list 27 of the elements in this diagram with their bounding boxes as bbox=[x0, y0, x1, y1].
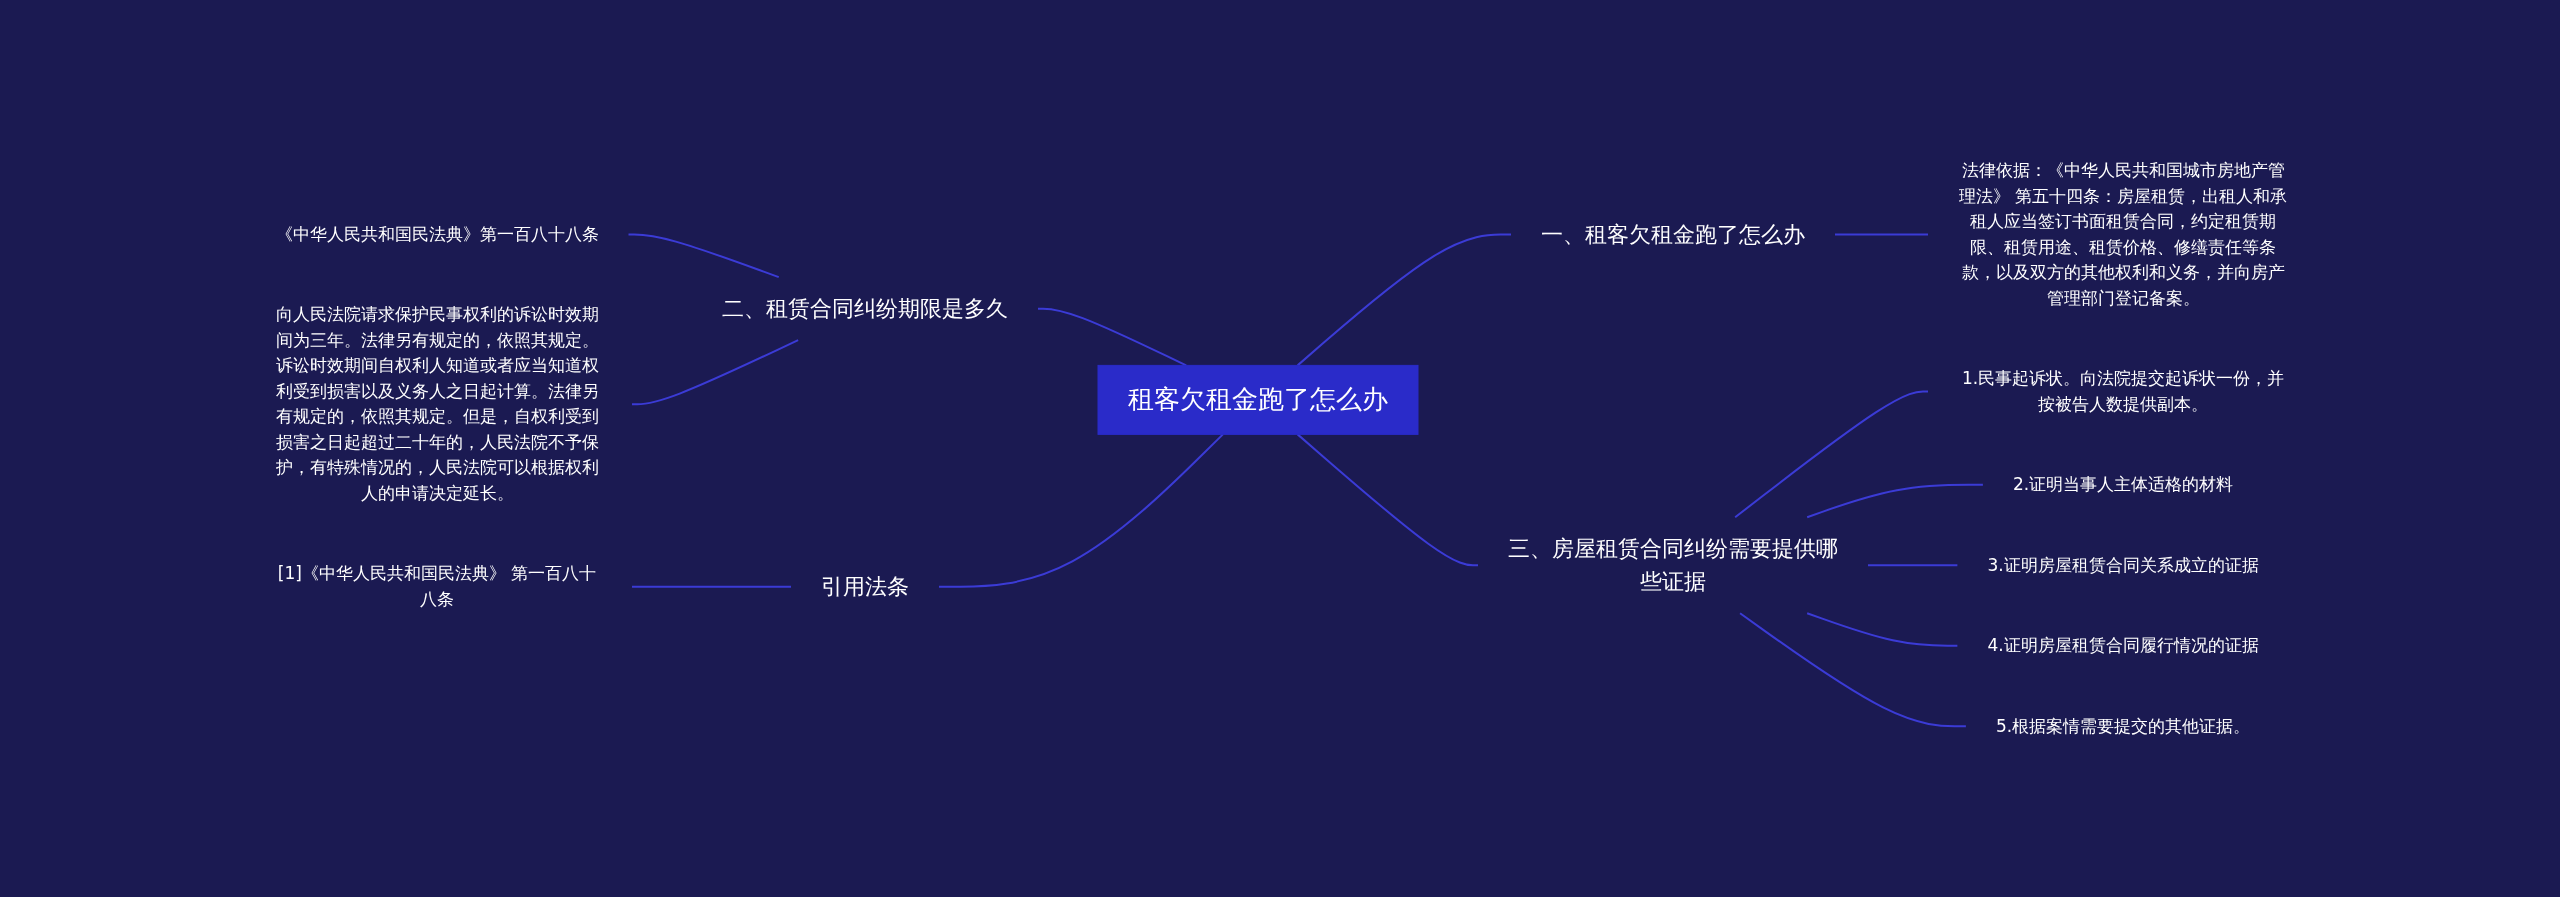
node-text: 三、房屋租赁合同纠纷需要提供哪些证据 bbox=[1508, 536, 1838, 595]
connector bbox=[631, 339, 800, 406]
connector bbox=[1296, 233, 1512, 367]
connector bbox=[1806, 483, 1984, 519]
connector bbox=[938, 433, 1224, 588]
node-text: [1]《中华人民共和国民法典》 第一百八十八条 bbox=[277, 563, 597, 609]
node-text: 向人民法院请求保护民事权利的诉讼时效期间为三年。法律另有规定的，依照其规定。诉讼时效期间自权利人知道或者应当知道权利受到损害以及义务人之日起计算。法律另有规定的，依照其规定。但是，自权利受到损害之日起超过二十年的，人民法院不予保护，有特殊情况的，人民法院可以根据权利人的申请决定延长。 bbox=[275, 304, 599, 503]
node-text: 引用法条 bbox=[821, 574, 909, 600]
connector bbox=[1806, 612, 1959, 647]
connector bbox=[1834, 233, 1929, 236]
node-text: 5.根据案情需要提交的其他证据。 bbox=[1995, 715, 2251, 736]
node-text: 1.民事起诉状。向法院提交起诉状一份，并按被告人数提供副本。 bbox=[1961, 368, 2285, 414]
node-text: 《中华人民共和国民法典》第一百八十八条 bbox=[275, 223, 599, 244]
node-text: 2.证明当事人主体适格的材料 bbox=[2012, 474, 2234, 494]
node-text: 3.证明房屋租赁合同关系成立的证据 bbox=[1987, 554, 2259, 575]
node-box: 租客欠租金跑了怎么办 bbox=[1097, 364, 1419, 435]
connector bbox=[631, 585, 792, 588]
connector bbox=[1037, 307, 1188, 367]
connector bbox=[627, 233, 780, 279]
connector bbox=[1734, 390, 1929, 519]
node-text: 4.证明房屋租赁合同履行情况的证据 bbox=[1987, 635, 2259, 655]
connector bbox=[1739, 612, 1967, 728]
connector bbox=[1296, 433, 1479, 567]
node-text: 二、租赁合同纠纷期限是多久 bbox=[722, 296, 1008, 322]
connector bbox=[1867, 564, 1959, 567]
node-text: 法律依据：《中华人民共和国城市房地产管理法》 第五十四条：房屋租赁，出租人和承租人应当签订书面租赁合同，约定租赁期限、租赁用途、租赁价格、修缮责任等条款，以及双方的其他权利和义务，并向房产管理部门登记备案。 bbox=[1958, 160, 2288, 308]
node-text: 一、租客欠租金跑了怎么办 bbox=[1541, 222, 1805, 247]
